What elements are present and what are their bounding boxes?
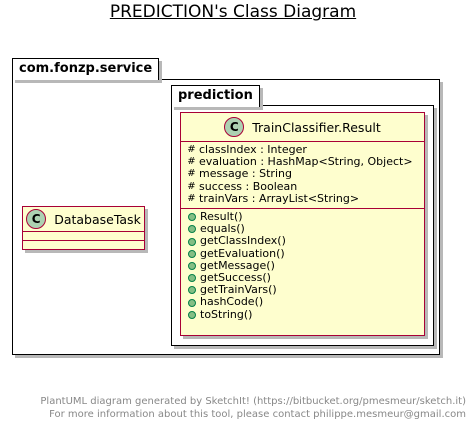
public-visibility-icon [188, 237, 196, 246]
footer-generator-note: PlantUML diagram generated by SketchIt! … [40, 396, 466, 407]
public-visibility-icon [188, 298, 196, 307]
method-text: toString() [200, 307, 253, 321]
method-text: equals() [200, 222, 245, 236]
class-icon: C [224, 117, 245, 137]
method-row: hashCode() [187, 296, 424, 308]
public-visibility-icon [188, 249, 196, 258]
field-row: #classIndex : Integer [187, 143, 424, 156]
protected-visibility-icon: # [187, 144, 196, 155]
class-header: C DatabaseTask [23, 207, 144, 232]
class-name: DatabaseTask [54, 211, 141, 227]
protected-visibility-icon: # [187, 192, 196, 204]
method-text: getEvaluation() [200, 246, 285, 260]
package-service-label: com.fonzp.service [12, 58, 160, 80]
class-databasetask[interactable]: C DatabaseTask [22, 206, 145, 250]
field-row: #trainVars : ArrayList<String> [187, 191, 424, 205]
method-row: getClassIndex() [187, 235, 424, 247]
method-text: getMessage() [200, 258, 275, 272]
class-header: C TrainClassifier.Result [181, 113, 424, 142]
field-text: evaluation : HashMap<String, Object> [199, 155, 413, 169]
field-row: #success : Boolean [187, 179, 424, 193]
package-prediction-label: prediction [171, 85, 260, 107]
method-row: getTrainVars() [187, 284, 424, 296]
method-row: equals() [187, 223, 424, 235]
field-text: classIndex : Integer [199, 143, 307, 156]
method-row: getEvaluation() [187, 246, 424, 260]
method-row: getMessage() [187, 258, 424, 272]
method-text: getSuccess() [200, 271, 271, 285]
public-visibility-icon [188, 261, 196, 270]
field-text: message : String [199, 167, 292, 181]
public-visibility-icon [188, 310, 196, 319]
method-text: Result() [200, 210, 243, 224]
method-row: getSuccess() [187, 271, 424, 285]
class-trainclassifier-result[interactable]: C TrainClassifier.Result #classIndex : I… [180, 112, 425, 336]
public-visibility-icon [188, 286, 196, 295]
methods-section [23, 241, 144, 249]
field-text: trainVars : ArrayList<String> [199, 191, 360, 205]
protected-visibility-icon: # [187, 168, 196, 180]
footer-contact-note: For more information about this tool, pl… [49, 409, 466, 420]
fields-section [23, 232, 144, 241]
protected-visibility-icon: # [187, 156, 196, 168]
method-row: Result() [187, 210, 424, 224]
field-text: success : Boolean [199, 179, 298, 193]
public-visibility-icon [188, 274, 196, 283]
method-text: getTrainVars() [200, 283, 277, 297]
field-row: #message : String [187, 168, 424, 180]
public-visibility-icon [188, 225, 196, 234]
class-icon: C [26, 209, 47, 229]
diagram-title: PREDICTION's Class Diagram [109, 2, 357, 22]
methods-section: Result() equals() getClassIndex() getEva… [181, 209, 424, 324]
class-name: TrainClassifier.Result [252, 119, 381, 135]
field-row: #evaluation : HashMap<String, Object> [187, 155, 424, 169]
method-text: getClassIndex() [200, 234, 286, 248]
protected-visibility-icon: # [187, 180, 196, 192]
public-visibility-icon [188, 213, 196, 222]
method-text: hashCode() [200, 295, 264, 309]
method-row: toString() [187, 307, 424, 321]
fields-section: #classIndex : Integer #evaluation : Hash… [181, 142, 424, 210]
